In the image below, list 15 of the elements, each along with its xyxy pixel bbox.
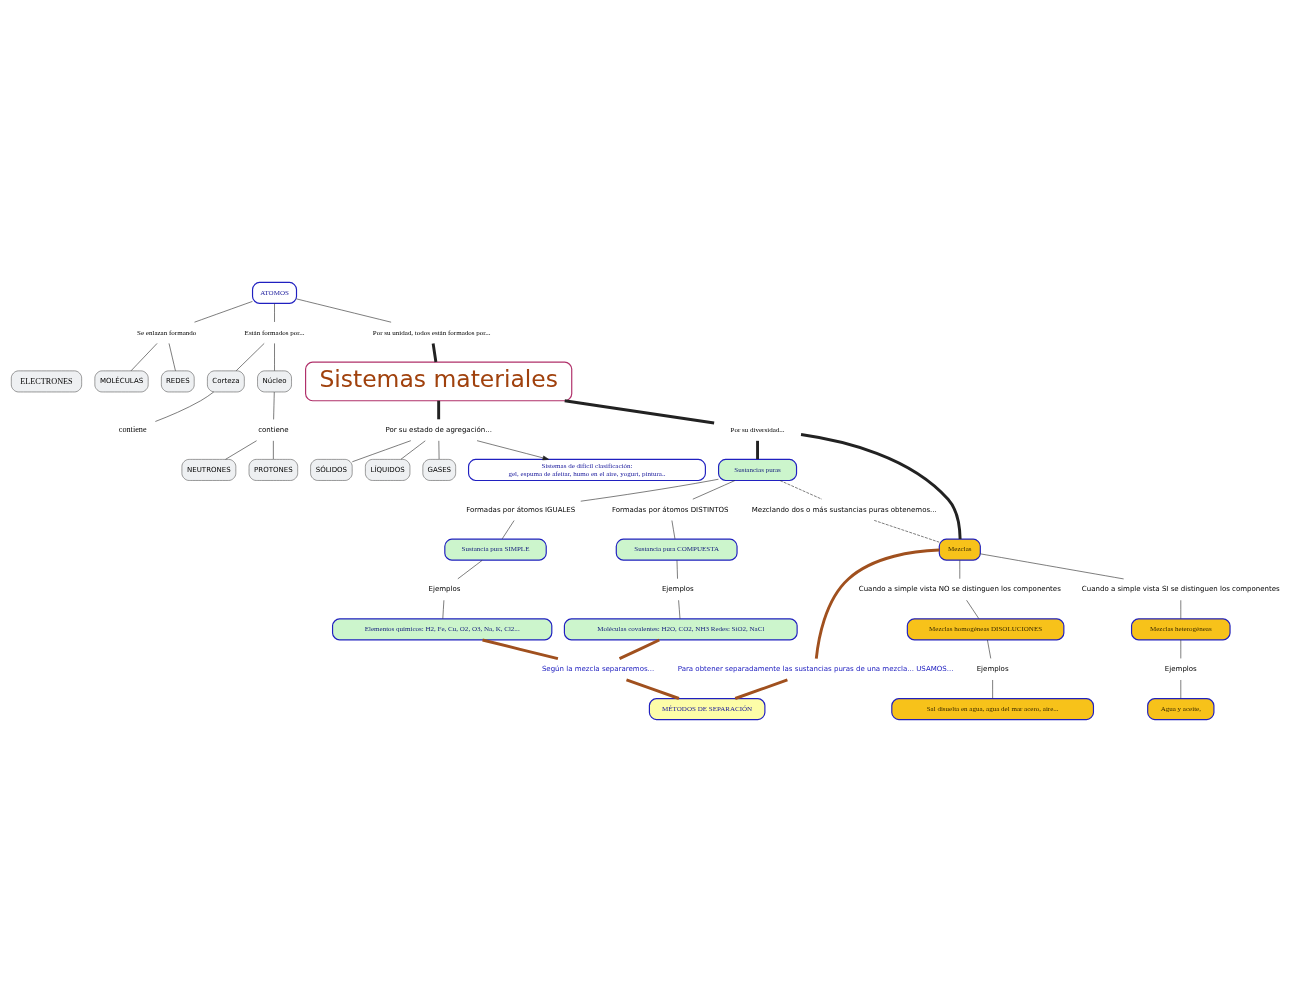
connector (756, 440, 760, 460)
connector (431, 343, 438, 363)
connector (564, 399, 715, 425)
connector (814, 548, 940, 659)
connector (734, 678, 788, 700)
node-box: ELECTRONES (11, 370, 82, 393)
connector (235, 343, 265, 372)
connector (482, 638, 559, 661)
node-box: Sistemas materiales (305, 361, 573, 402)
connector (800, 433, 962, 540)
connector (625, 678, 680, 700)
node-text: contiene (118, 425, 147, 435)
connector (618, 638, 660, 660)
arrow (476, 440, 550, 461)
connector (437, 400, 441, 420)
